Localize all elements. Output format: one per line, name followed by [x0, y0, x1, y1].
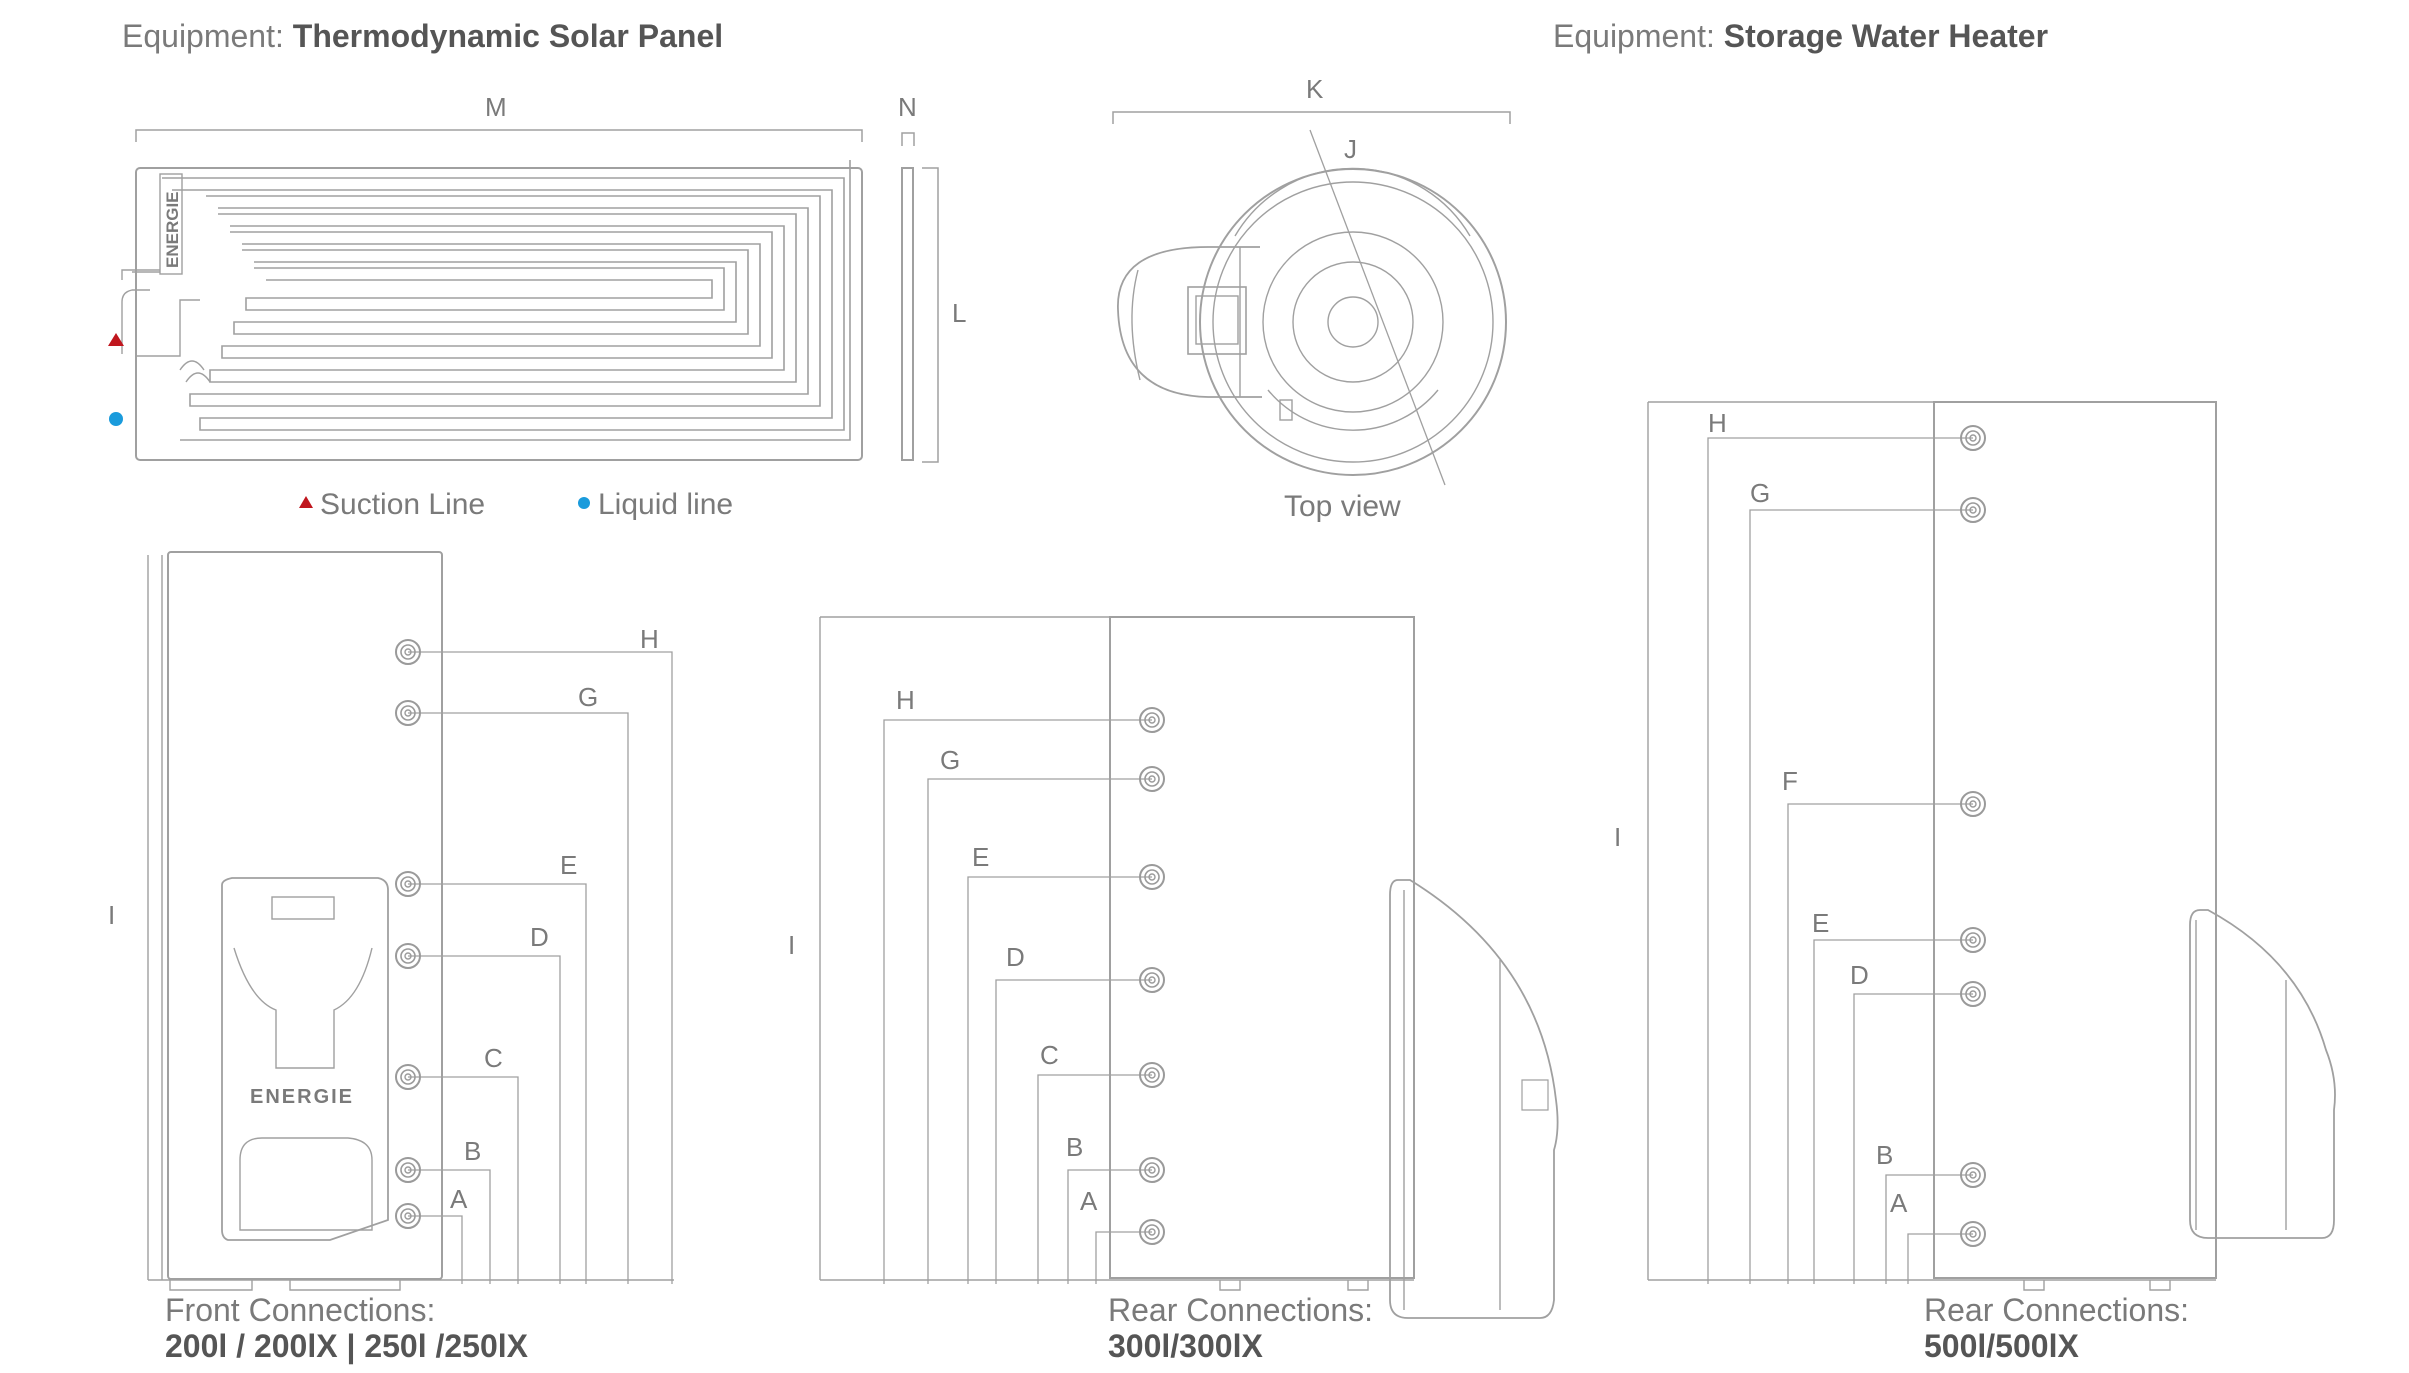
front-caption-line1: Front Connections: [165, 1292, 436, 1328]
front-label-b: B [464, 1136, 481, 1166]
front-label-d: D [530, 922, 549, 952]
rear300-caption-models: 300l/300lX [1108, 1328, 1263, 1364]
rear300-fitting-a [1139, 1219, 1165, 1245]
panel-brand-logo: ENERGIE [163, 191, 182, 268]
rear300-heater-drawing [819, 616, 1559, 1319]
rear300-label-c: C [1040, 1040, 1059, 1070]
rear300-connections-caption: Rear Connections: 300l/300lX [1108, 1292, 1373, 1364]
rear300-fitting-c [1139, 1062, 1165, 1088]
connection-fittings [395, 425, 1986, 1247]
rear300-fitting-b [1139, 1157, 1165, 1183]
front-label-h: H [640, 624, 659, 654]
top-view-drawing [1112, 111, 1511, 486]
front-fitting-h [395, 639, 421, 665]
front-fitting-e [395, 871, 421, 897]
rear300-fitting-g [1139, 766, 1165, 792]
liquid-legend-icon [578, 497, 590, 509]
suction-legend-icon [299, 496, 313, 508]
solar-panel-drawing [121, 129, 939, 463]
front-label-i: I [108, 900, 115, 930]
rear300-label-g: G [940, 745, 960, 775]
heater-header-prefix: Equipment: [1553, 18, 1724, 54]
rear500-fitting-b [1960, 1162, 1986, 1188]
front-fitting-b [395, 1157, 421, 1183]
dim-label-n: N [898, 92, 917, 122]
front-fitting-c [395, 1064, 421, 1090]
panel-header-prefix: Equipment: [122, 18, 293, 54]
rear500-label-i: I [1614, 822, 1621, 852]
suction-marker-left [108, 333, 124, 346]
rear300-label-b: B [1066, 1132, 1083, 1162]
liquid-marker-left [109, 412, 123, 426]
front-label-a: A [450, 1184, 468, 1214]
rear300-label-h: H [896, 685, 915, 715]
rear300-fitting-d [1139, 967, 1165, 993]
front-brand-logo: ENERGIE [250, 1086, 354, 1108]
dim-label-l: L [952, 298, 966, 328]
rear500-label-b: B [1876, 1140, 1893, 1170]
rear500-fitting-g [1960, 497, 1986, 523]
rear500-heater-drawing [1647, 401, 2336, 1291]
rear300-caption-line1: Rear Connections: [1108, 1292, 1374, 1328]
rear300-label-i: I [788, 930, 795, 960]
rear300-label-a: A [1080, 1186, 1098, 1216]
front-connections-caption: Front Connections: 200l / 200lX | 250l /… [165, 1292, 528, 1364]
suction-legend-label: Suction Line [320, 488, 485, 521]
rear300-fitting-e [1139, 864, 1165, 890]
rear500-label-f: F [1782, 766, 1798, 796]
rear500-label-h: H [1708, 408, 1727, 438]
rear500-fitting-a [1960, 1221, 1986, 1247]
rear500-connections-caption: Rear Connections: 500l/500lX [1924, 1292, 2189, 1364]
top-view-caption: Top view [1284, 490, 1401, 523]
liquid-legend-label: Liquid line [598, 488, 733, 521]
dim-label-m: M [485, 92, 507, 122]
front-heater-drawing [147, 551, 674, 1291]
rear500-fitting-f [1960, 791, 1986, 817]
rear500-fitting-d [1960, 981, 1986, 1007]
front-caption-models: 200l / 200lX | 250l /250lX [165, 1328, 528, 1364]
rear500-label-g: G [1750, 478, 1770, 508]
rear300-label-e: E [972, 842, 989, 872]
dim-label-j: J [1344, 134, 1357, 164]
front-fitting-a [395, 1203, 421, 1229]
rear500-caption-line1: Rear Connections: [1924, 1292, 2190, 1328]
panel-equipment-header: Equipment: Thermodynamic Solar Panel [122, 18, 723, 55]
rear500-caption-models: 500l/500lX [1924, 1328, 2079, 1364]
rear300-label-d: D [1006, 942, 1025, 972]
front-fitting-g [395, 700, 421, 726]
panel-header-name: Thermodynamic Solar Panel [292, 18, 724, 54]
front-label-e: E [560, 850, 577, 880]
heater-equipment-header: Equipment: Storage Water Heater [1553, 18, 2048, 55]
rear500-label-e: E [1812, 908, 1829, 938]
front-fitting-d [395, 943, 421, 969]
heater-header-name: Storage Water Heater [1723, 18, 2049, 54]
front-label-g: G [578, 682, 598, 712]
front-label-c: C [484, 1043, 503, 1073]
rear300-fitting-h [1139, 707, 1165, 733]
rear500-label-d: D [1850, 960, 1869, 990]
rear500-fitting-h [1960, 425, 1986, 451]
rear500-label-a: A [1890, 1188, 1908, 1218]
rear500-fitting-e [1960, 927, 1986, 953]
dim-label-k: K [1306, 74, 1324, 104]
